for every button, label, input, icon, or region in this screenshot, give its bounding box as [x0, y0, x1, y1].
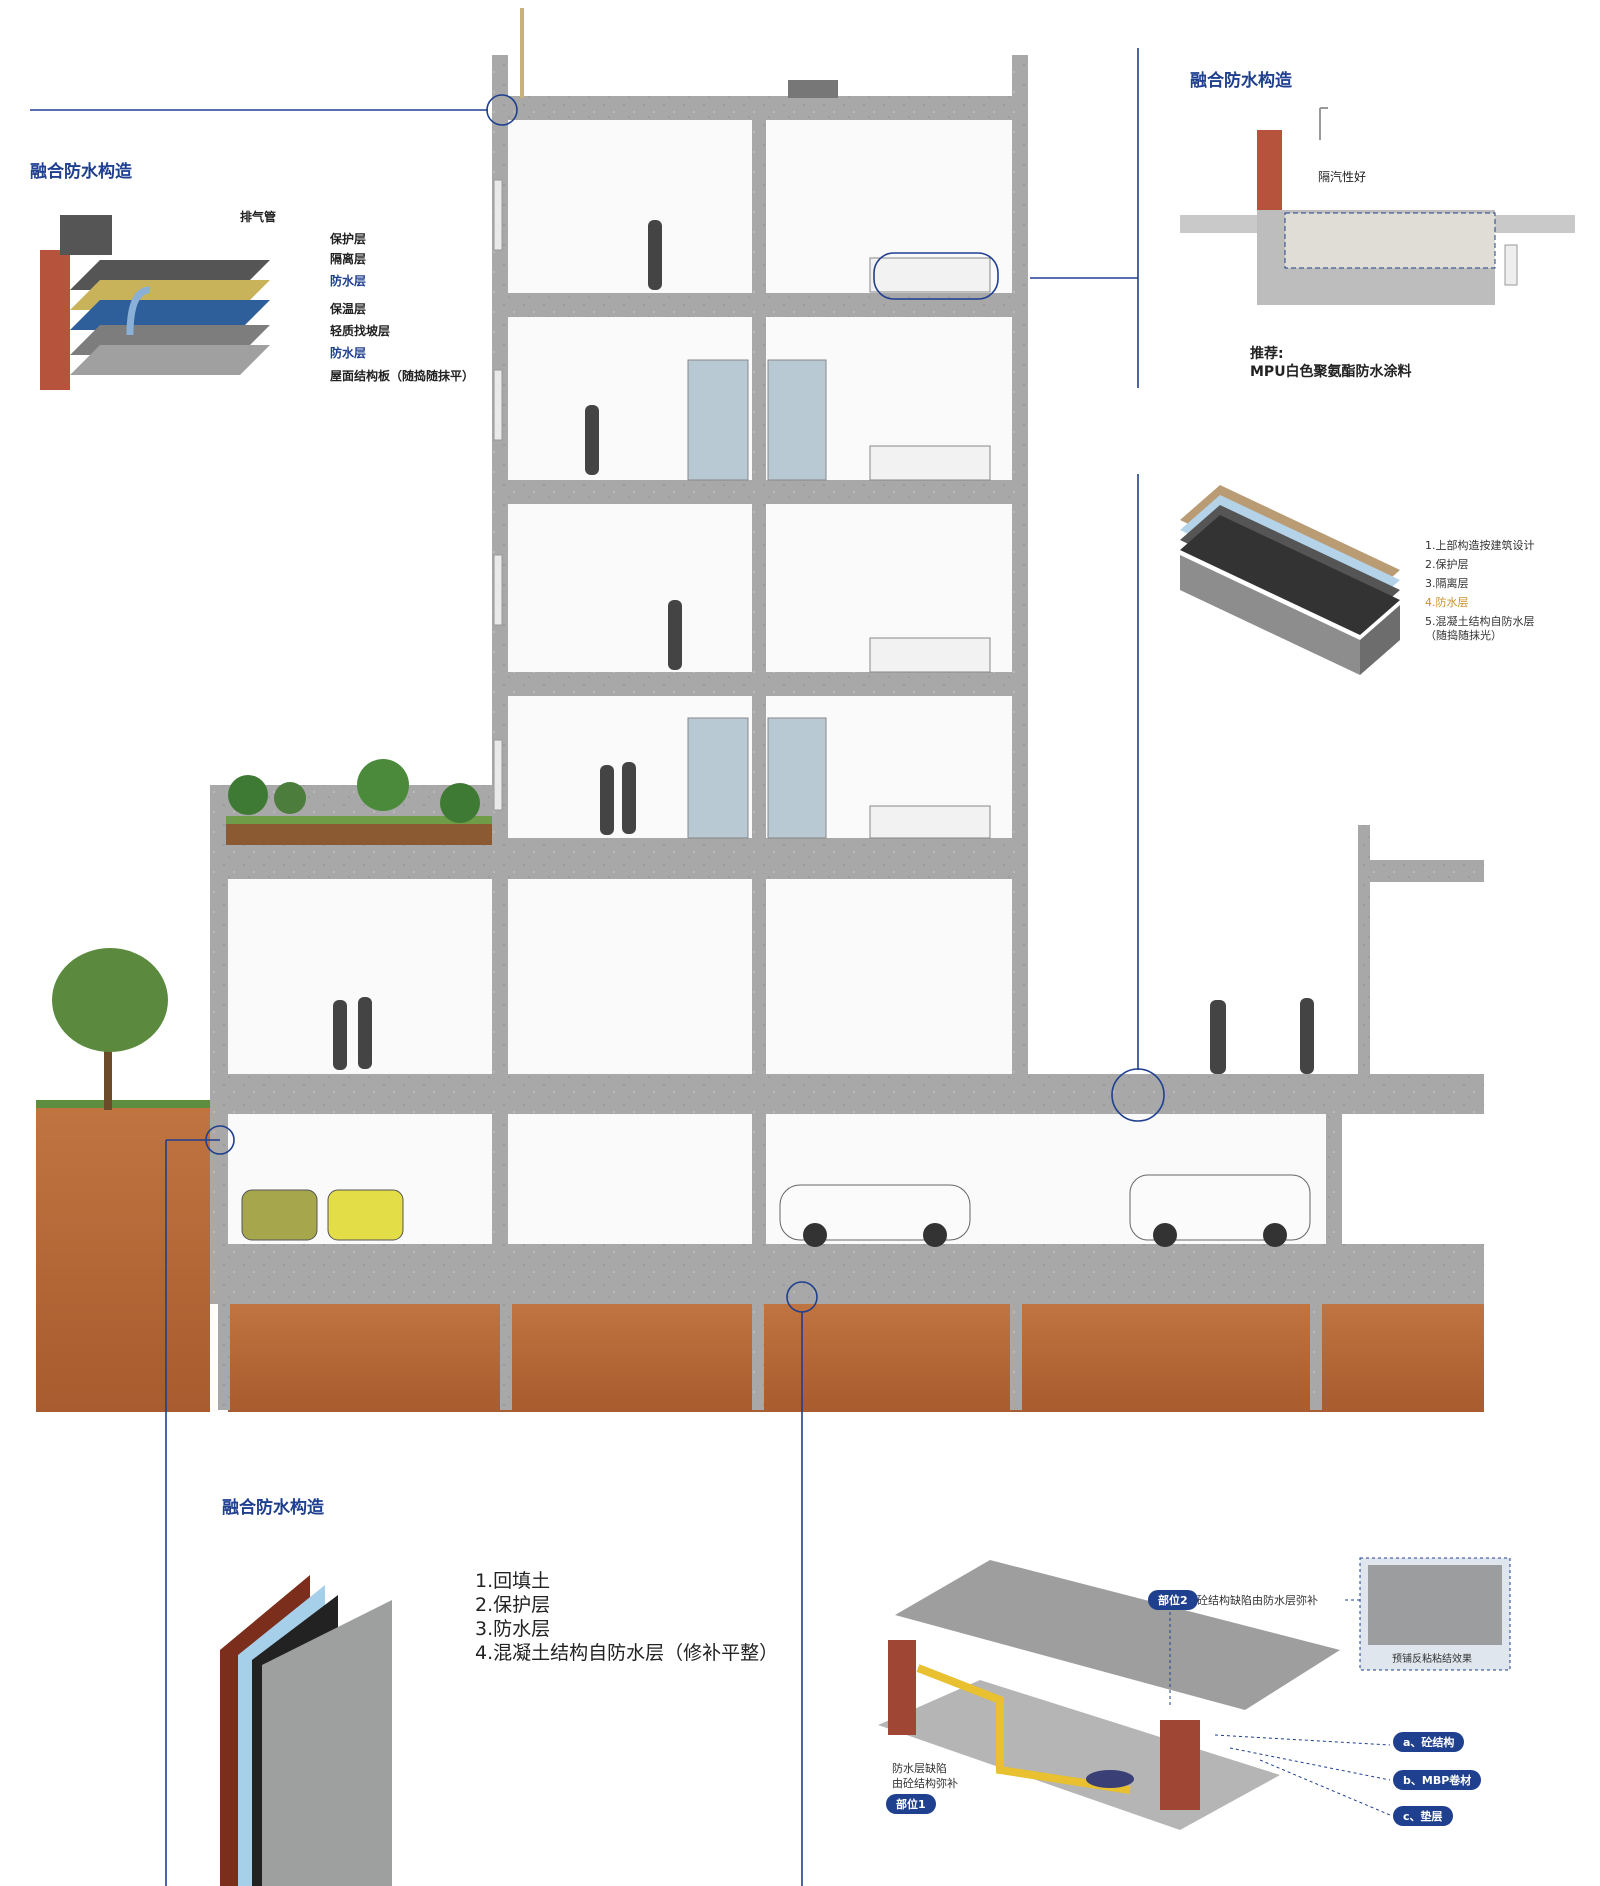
bath-detail-title: 融合防水构造: [1190, 71, 1292, 91]
roof-label-vent: 排气管: [240, 210, 277, 224]
callouts: [30, 48, 1165, 1886]
roof-detail-title: 融合防水构造: [30, 162, 132, 182]
roof-label-slope: 轻质找坡层: [330, 324, 391, 338]
door: [687, 359, 749, 481]
floor-layer-1: 1.上部构造按建筑设计: [1425, 539, 1535, 552]
bath-detail-illustration: [1180, 107, 1575, 305]
position-1-tag: 部位1: [886, 1794, 936, 1814]
roof-equipment: [788, 80, 838, 98]
tower-right-wall: [1012, 55, 1028, 850]
tree: [52, 948, 168, 1110]
tag-c-cushion: c、垫层: [1393, 1806, 1453, 1826]
position-2-text: 砼结构缺陷由防水层弥补: [1197, 1594, 1318, 1607]
tower-center-column: [752, 96, 766, 856]
bath-recommend-product: MPU白色聚氨酯防水涂料: [1250, 364, 1412, 380]
door: [687, 717, 749, 839]
green-roof: [210, 759, 492, 846]
roof-label-insulation: 保温层: [330, 302, 367, 316]
tag-b-membrane: b、MBP卷材: [1393, 1770, 1482, 1790]
roof-vent-pipe: [520, 8, 524, 98]
floor-layer-5-note: （随捣随抹光）: [1425, 629, 1502, 642]
bath-recommend-label: 推荐:: [1250, 346, 1284, 362]
roof-detail-illustration: [40, 215, 270, 390]
people-figures: [585, 220, 682, 835]
bathtub-set: [869, 257, 991, 839]
floor-layer-4: 4.防水层: [1425, 596, 1469, 609]
position-1-text-1: 防水层缺陷: [892, 1762, 947, 1775]
ground-slab: [210, 1074, 1484, 1114]
floor-layer-5: 5.混凝土结构自防水层: [1425, 615, 1535, 628]
roof-label-isolate: 隔离层: [330, 252, 367, 266]
wall-layer-3: 3.防水层: [475, 1618, 551, 1640]
roof-label-protect: 保护层: [330, 232, 367, 246]
tag-a-concrete: a、砼结构: [1393, 1732, 1465, 1752]
wall-layers-illustration: [220, 1575, 392, 1886]
roof-label-waterproof-2: 防水层: [330, 346, 367, 360]
floor-slab-3: [492, 672, 1028, 696]
podium-structure: [210, 825, 1484, 1304]
floor-layer-2: 2.保护层: [1425, 558, 1469, 571]
tower-structure: [492, 8, 1028, 884]
position-1-text-2: 由砼结构弥补: [892, 1777, 958, 1790]
tower-left-wall: [492, 55, 508, 850]
photo-caption: 预铺反粘粘结效果: [1392, 1654, 1472, 1665]
floor-layers-illustration: [1180, 485, 1400, 675]
floor-slab-4: [492, 480, 1028, 504]
position-2-tag: 部位2: [1148, 1590, 1198, 1610]
wall-detail-title: 融合防水构造: [222, 1498, 324, 1518]
basement-slab: [210, 1244, 1484, 1304]
parked-cars: [241, 1174, 1311, 1247]
floor-slab-5: [492, 293, 1028, 317]
roof-label-slab: 屋面结构板（随捣随抹平）: [330, 369, 475, 383]
roof-label-waterproof-1: 防水层: [330, 274, 367, 288]
wall-layer-1: 1.回填土: [475, 1570, 551, 1592]
wall-layer-2: 2.保护层: [475, 1594, 551, 1616]
bath-detail-note: 隔汽性好: [1318, 170, 1367, 184]
door: [767, 717, 827, 839]
wall-layer-4: 4.混凝土结构自防水层（修补平整）: [475, 1642, 779, 1664]
floor-layer-3: 3.隔离层: [1425, 577, 1469, 590]
door: [767, 359, 827, 481]
base-slab-illustration: [878, 1557, 1511, 1830]
